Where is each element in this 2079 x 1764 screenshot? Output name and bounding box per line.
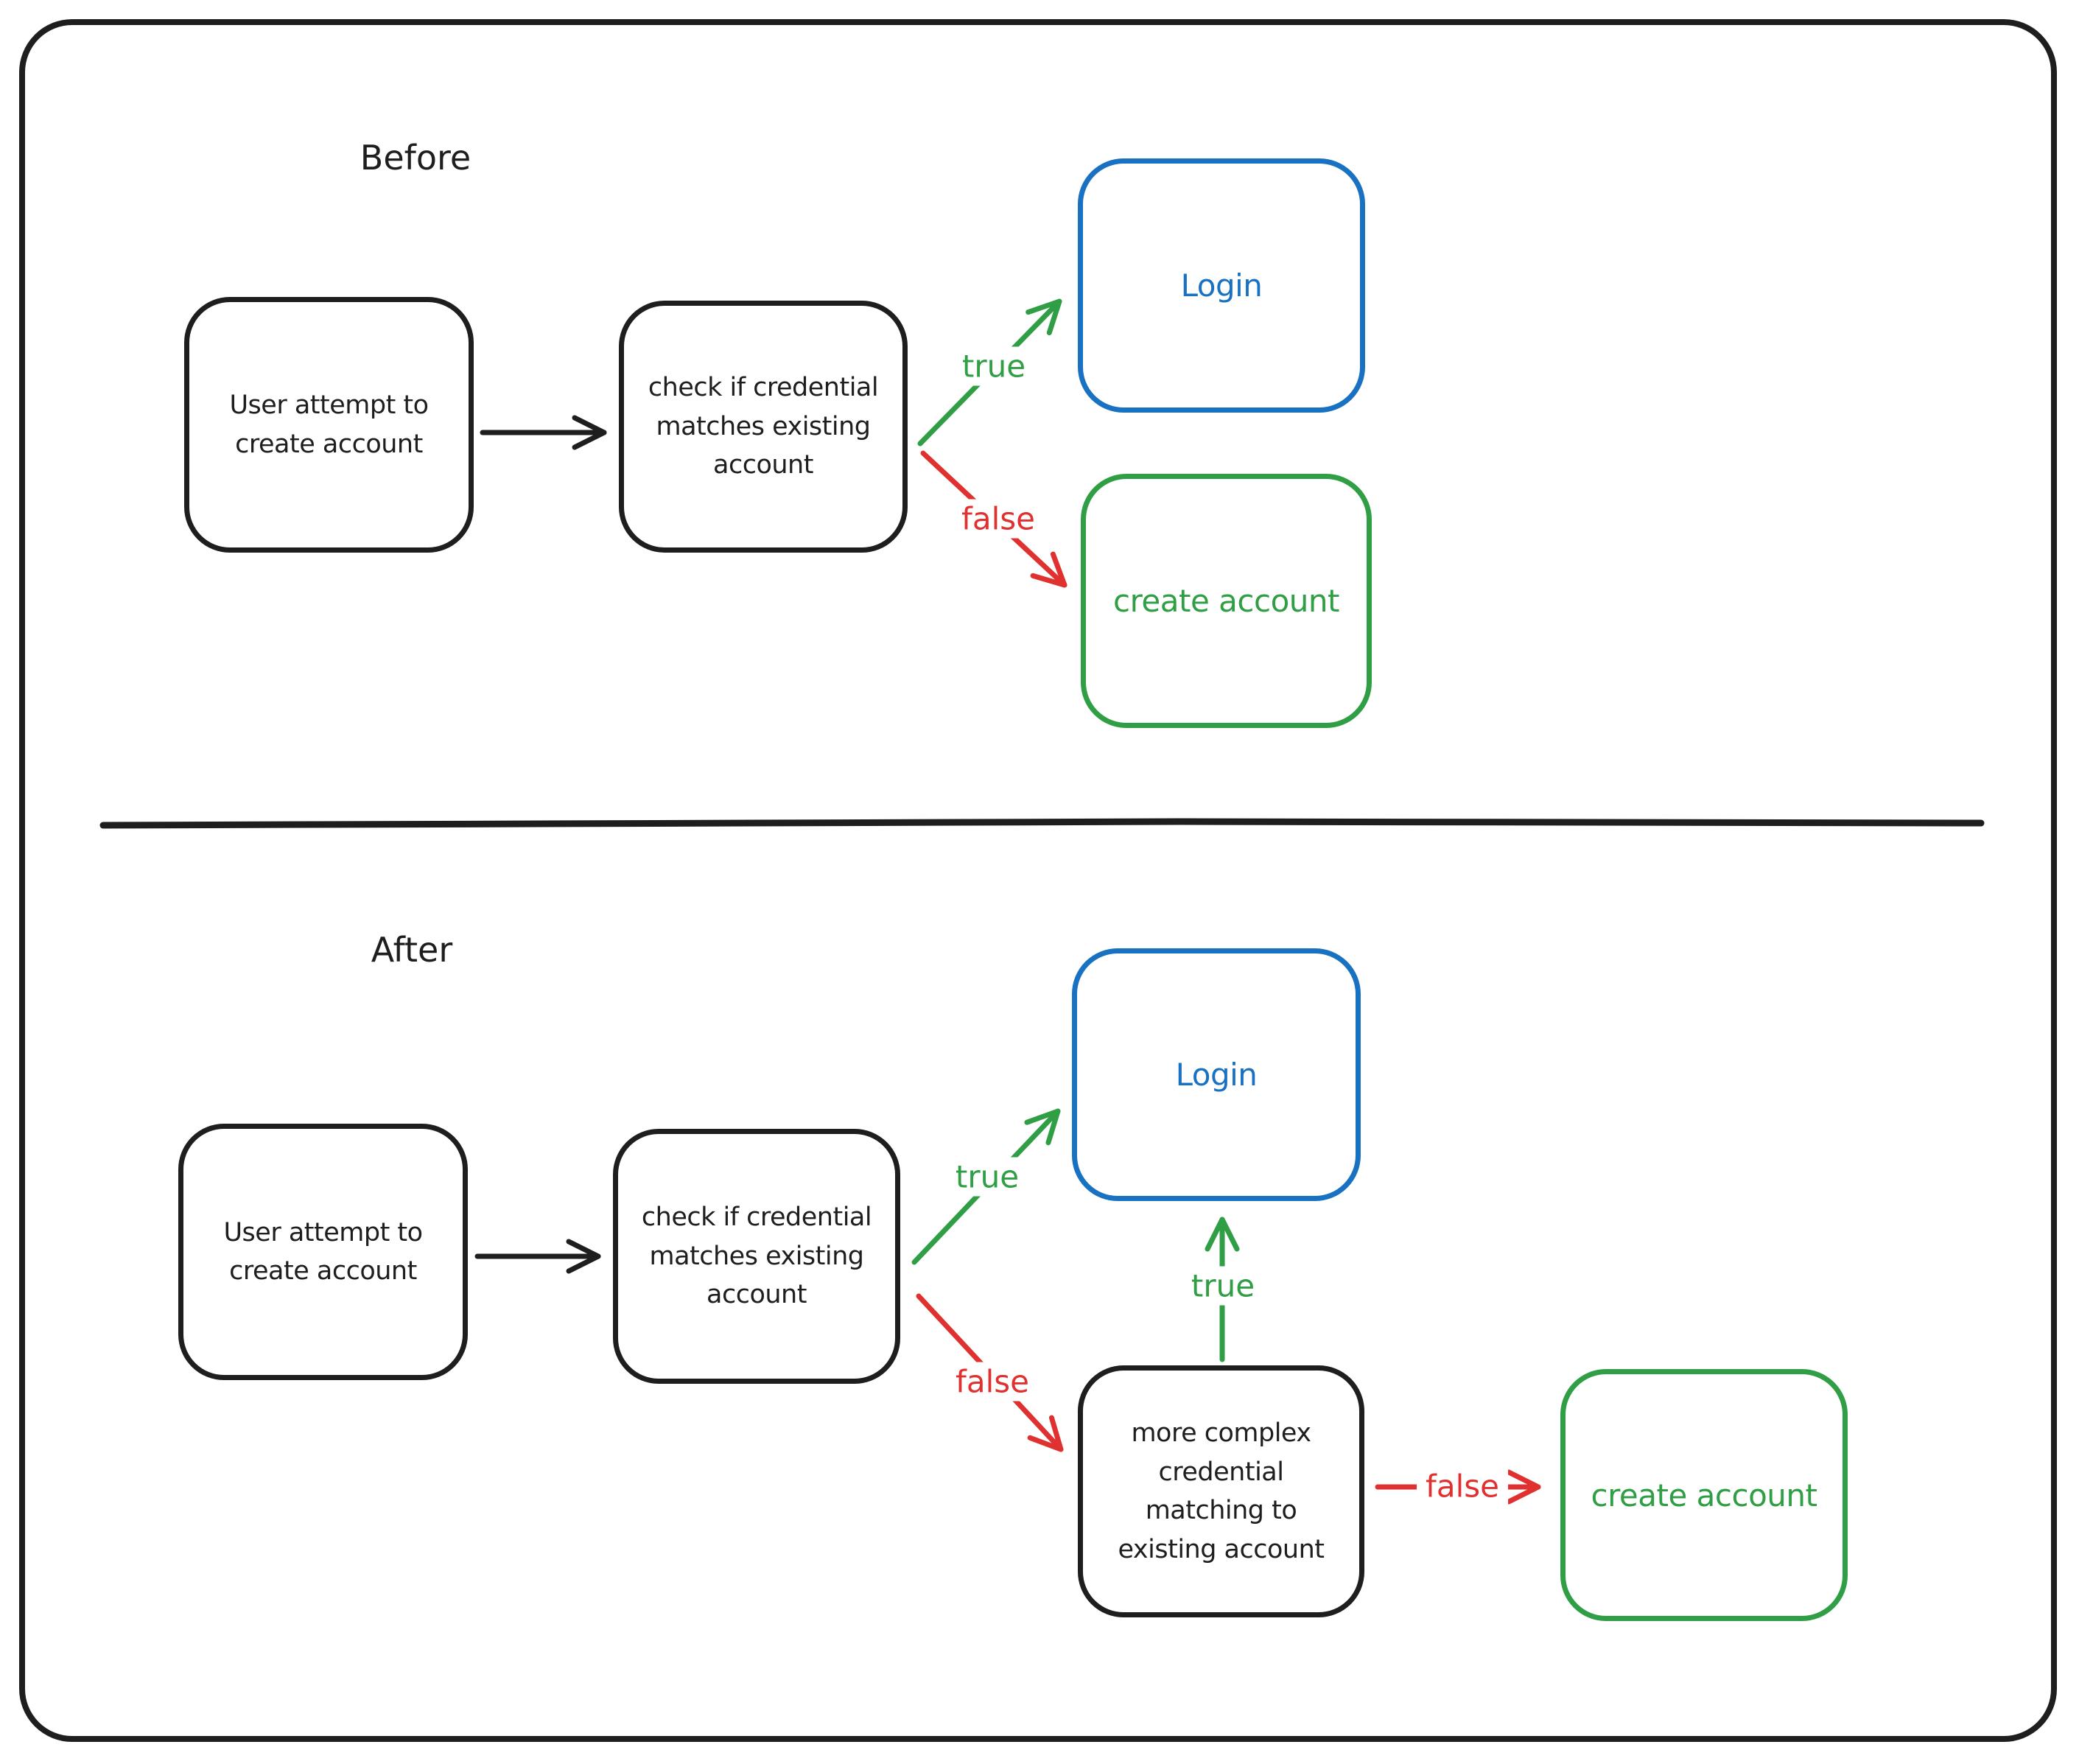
section-divider-line [99,818,1985,829]
before-node-create-account-label: create account [1113,583,1340,619]
after-node-login-label: Login [1175,1057,1258,1093]
after-edge-label-check-true: true [946,1157,1028,1197]
before-node-login-label: Login [1180,267,1263,304]
after-node-user-attempt: User attempt to create account [178,1124,468,1380]
after-node-check-credential-label: check if credential matches existing acc… [641,1203,872,1310]
after-section-label: After [371,930,453,970]
before-node-user-attempt: User attempt to create account [184,297,474,553]
after-node-create-account-label: create account [1591,1477,1818,1513]
after-node-user-attempt-label: User attempt to create account [223,1217,423,1287]
before-edge-label-true: true [953,346,1035,386]
before-section-label: Before [360,138,471,178]
after-edge-label-complex-true: true [1182,1266,1264,1306]
canvas-frame [19,19,2057,1742]
before-node-login: Login [1078,158,1365,413]
after-node-login: Login [1072,948,1361,1201]
after-node-complex-matching: more complex credential matching to exis… [1078,1365,1364,1617]
after-edge-label-complex-false: false [1417,1466,1508,1506]
before-node-check-credential: check if credential matches existing acc… [619,301,908,553]
before-node-user-attempt-label: User attempt to create account [229,391,429,459]
before-edge-label-false: false [953,499,1044,539]
after-edge-label-check-false: false [947,1362,1038,1401]
before-node-create-account: create account [1081,474,1372,728]
after-node-complex-matching-label: more complex credential matching to exis… [1118,1418,1325,1564]
after-node-create-account: create account [1560,1369,1848,1621]
after-node-check-credential: check if credential matches existing acc… [613,1129,900,1384]
before-node-check-credential-label: check if credential matches existing acc… [648,373,879,480]
